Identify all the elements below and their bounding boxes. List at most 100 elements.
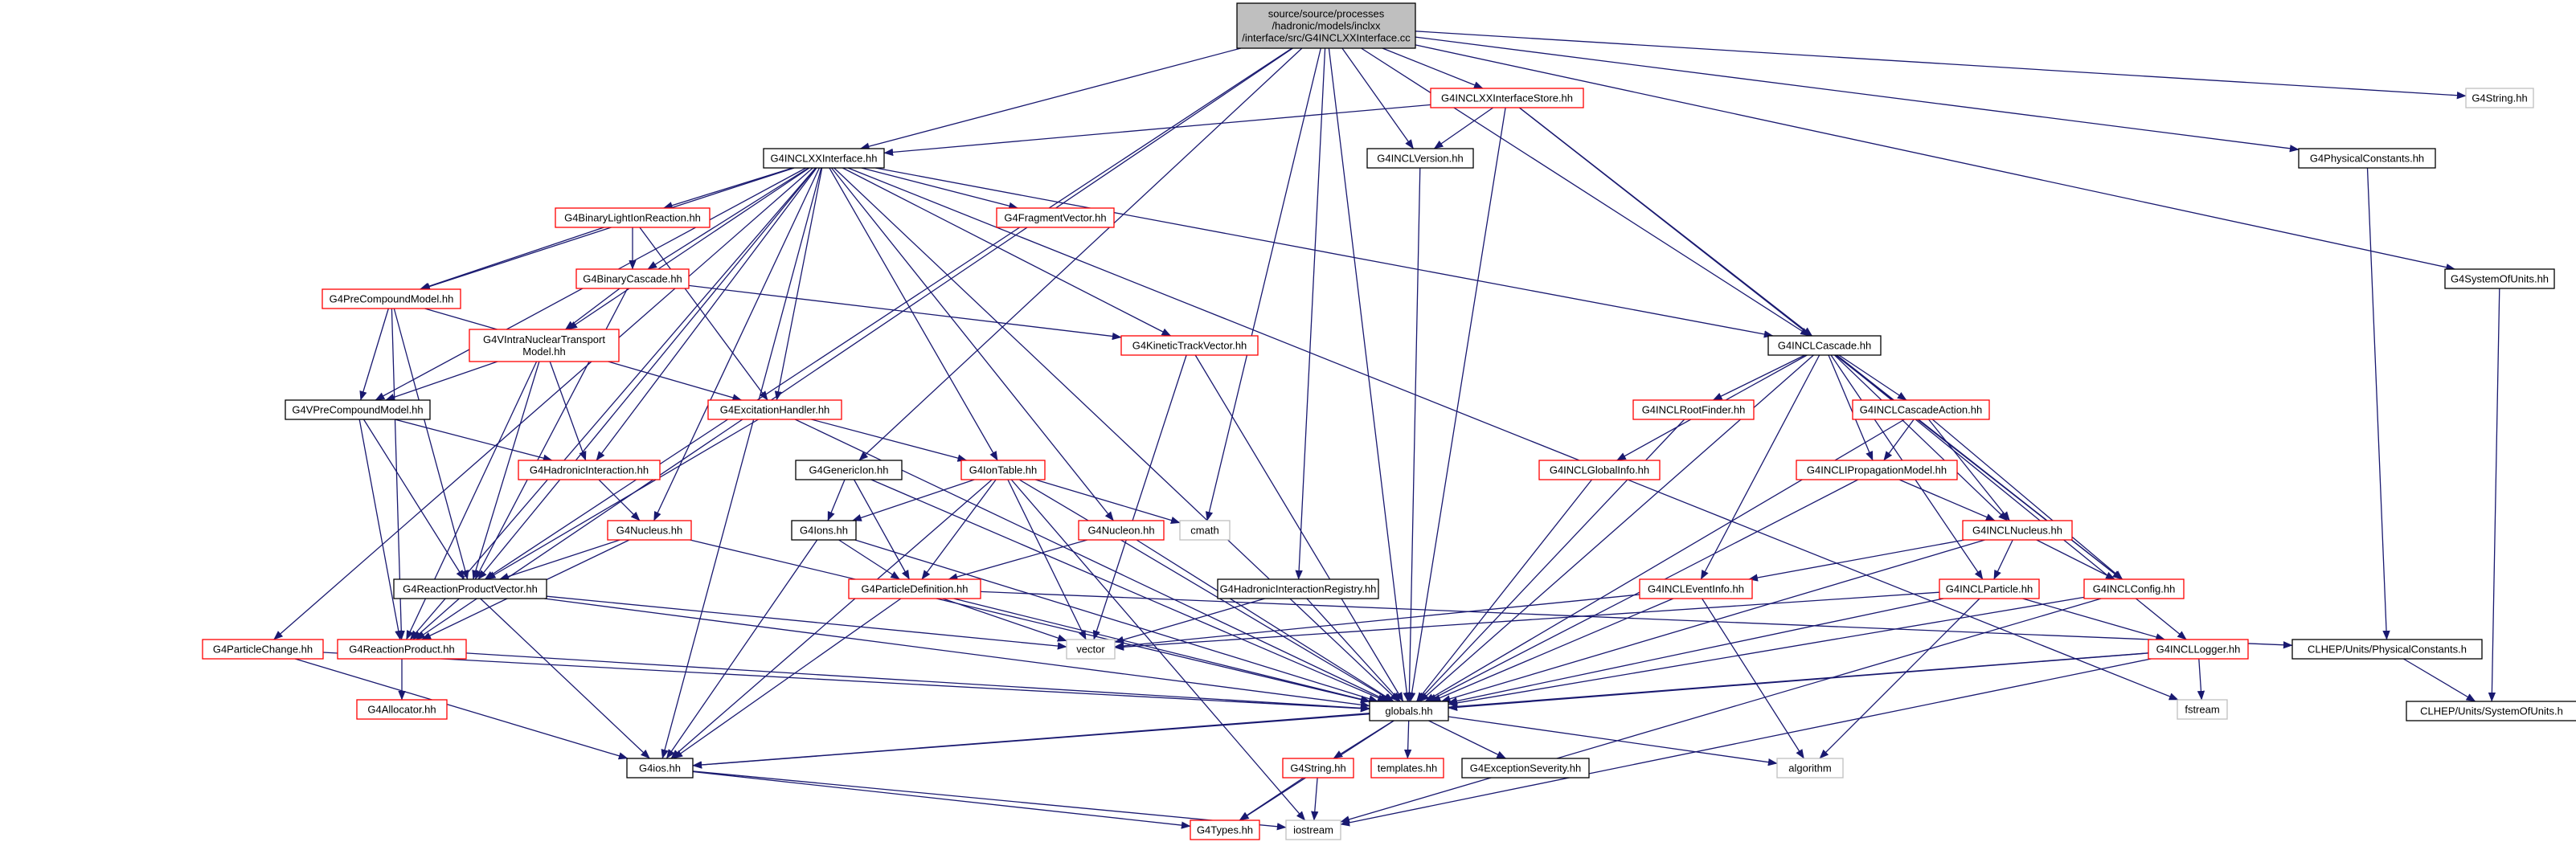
node-fragvec[interactable]: G4FragmentVector.hh bbox=[996, 207, 1115, 228]
edge-globinfo-to-globals bbox=[1415, 479, 1593, 702]
node-box bbox=[795, 460, 903, 480]
edge-iface-to-kintrack bbox=[842, 167, 1172, 337]
node-box bbox=[2177, 699, 2228, 720]
node-store[interactable]: G4INCLXXInterfaceStore.hh bbox=[1430, 88, 1584, 108]
node-iface[interactable]: G4INCLXXInterface.hh bbox=[763, 148, 885, 169]
edge-partdef-to-vector bbox=[942, 598, 1067, 642]
node-vprecomp[interactable]: G4VPreCompoundModel.hh bbox=[285, 399, 431, 420]
node-label: G4HadronicInteractionRegistry.hh bbox=[1220, 583, 1377, 595]
edge-bincasc-to-intranuc bbox=[565, 288, 620, 330]
node-logger[interactable]: G4INCLLogger.hh bbox=[2148, 639, 2249, 660]
node-types[interactable]: G4Types.hh bbox=[1190, 819, 1260, 840]
node-box bbox=[1461, 758, 1590, 779]
node-box bbox=[2406, 701, 2576, 721]
node-box bbox=[337, 639, 467, 660]
edge-root-to-iface bbox=[859, 47, 1242, 150]
node-clhepunits[interactable]: CLHEP/Units/SystemOfUnits.h bbox=[2406, 701, 2576, 721]
node-precomp[interactable]: G4PreCompoundModel.hh bbox=[321, 288, 461, 309]
node-ipropag[interactable]: G4INCLIPropagationModel.hh bbox=[1796, 460, 1958, 480]
node-cascade[interactable]: G4INCLCascade.hh bbox=[1767, 335, 1882, 356]
node-binlight[interactable]: G4BinaryLightIonReaction.hh bbox=[555, 207, 711, 228]
node-alloc[interactable]: G4Allocator.hh bbox=[356, 699, 448, 720]
edge-binlight-to-precomp bbox=[420, 227, 604, 290]
node-inclnucleus[interactable]: G4INCLNucleus.hh bbox=[1962, 520, 2073, 541]
node-eventinfo[interactable]: G4INCLEventInfo.hh bbox=[1639, 578, 1753, 599]
node-globinfo[interactable]: G4INCLGlobalInfo.hh bbox=[1538, 460, 1661, 480]
node-g4ios[interactable]: G4ios.hh bbox=[626, 758, 694, 779]
node-label: G4INCLParticle.hh bbox=[1946, 583, 2033, 595]
node-physconst[interactable]: G4PhysicalConstants.hh bbox=[2298, 148, 2436, 169]
edge-partchange-to-g4ios bbox=[294, 658, 629, 760]
edge-cascact-to-config bbox=[1931, 419, 2123, 580]
edge-vprecomp-to-rpv bbox=[362, 419, 465, 580]
node-clhepconst[interactable]: CLHEP/Units/PhysicalConstants.h bbox=[2291, 639, 2483, 660]
node-g4string_ext: G4String.hh bbox=[2465, 88, 2534, 108]
edge-root-to-sysunits bbox=[1415, 44, 2455, 272]
node-label: G4PhysicalConstants.hh bbox=[2310, 153, 2424, 165]
edge-g4ios-to-iostream bbox=[692, 770, 1287, 831]
edge-partchange-to-globals bbox=[322, 652, 1370, 713]
node-box bbox=[1776, 758, 1844, 779]
edge-hadreg-to-globals bbox=[1306, 598, 1401, 702]
node-config[interactable]: G4INCLConfig.hh bbox=[2083, 578, 2185, 599]
node-label: G4Nucleon.hh bbox=[1087, 525, 1154, 537]
node-box bbox=[2298, 148, 2436, 169]
edge-intranuc-to-hadint bbox=[549, 361, 587, 461]
edge-version-to-globals bbox=[1405, 167, 1421, 702]
node-label: G4FragmentVector.hh bbox=[1004, 212, 1106, 224]
node-particle[interactable]: G4INCLParticle.hh bbox=[1939, 578, 2040, 599]
edge-partdef-to-g4ios bbox=[673, 598, 902, 759]
node-rootfind[interactable]: G4INCLRootFinder.hh bbox=[1632, 399, 1755, 420]
node-root[interactable]: source/source/processes/hadronic/models/… bbox=[1236, 2, 1416, 49]
node-label: fstream bbox=[2185, 704, 2219, 716]
edge-intranuc-to-rpv bbox=[472, 361, 540, 580]
node-box bbox=[321, 288, 461, 309]
node-generic[interactable]: G4GenericIon.hh bbox=[795, 460, 903, 480]
node-label: G4ios.hh bbox=[639, 762, 681, 774]
node-excsev[interactable]: G4ExceptionSeverity.hh bbox=[1461, 758, 1590, 779]
edge-vprecomp-to-reacprod bbox=[358, 419, 403, 640]
node-label: /interface/src/G4INCLXXInterface.cc bbox=[1242, 32, 1411, 44]
node-hadint[interactable]: G4HadronicInteraction.hh bbox=[518, 460, 661, 480]
node-nucleon[interactable]: G4Nucleon.hh bbox=[1078, 520, 1165, 541]
node-label: G4String.hh bbox=[1290, 762, 1345, 774]
node-partdef[interactable]: G4ParticleDefinition.hh bbox=[848, 578, 981, 599]
node-partchange[interactable]: G4ParticleChange.hh bbox=[202, 639, 324, 660]
node-label: G4IonTable.hh bbox=[969, 464, 1038, 476]
node-sysunits[interactable]: G4SystemOfUnits.hh bbox=[2444, 268, 2555, 289]
node-iontable[interactable]: G4IonTable.hh bbox=[960, 460, 1046, 480]
node-label: G4INCLConfig.hh bbox=[2093, 583, 2176, 595]
node-rpv[interactable]: G4ReactionProductVector.hh bbox=[393, 578, 547, 599]
node-version[interactable]: G4INCLVersion.hh bbox=[1366, 148, 1474, 169]
node-label: G4INCLLogger.hh bbox=[2156, 644, 2241, 656]
edge-root-to-generic bbox=[858, 47, 1303, 461]
node-g4string[interactable]: G4String.hh bbox=[1282, 758, 1354, 779]
edge-iontable-to-cmath bbox=[1035, 479, 1181, 525]
node-templates[interactable]: templates.hh bbox=[1370, 758, 1444, 779]
node-label: vector bbox=[1076, 644, 1105, 656]
node-cascact[interactable]: G4INCLCascadeAction.hh bbox=[1852, 399, 1990, 420]
edge-iface-to-nucleon bbox=[831, 167, 1114, 521]
node-kintrack[interactable]: G4KineticTrackVector.hh bbox=[1120, 335, 1259, 356]
edge-inclnucleus-to-eventinfo bbox=[1748, 539, 1965, 582]
edge-eventinfo-to-globals bbox=[1431, 598, 1674, 702]
edge-globals-to-excsev bbox=[1428, 720, 1507, 759]
node-hadreg[interactable]: G4HadronicInteractionRegistry.hh bbox=[1217, 578, 1379, 599]
node-ions[interactable]: G4Ions.hh bbox=[791, 520, 857, 541]
node-box bbox=[393, 578, 547, 599]
edge-iface-to-reacprod bbox=[409, 167, 817, 640]
edge-config-to-globals bbox=[1448, 596, 2085, 707]
edge-precomp-to-rpv bbox=[393, 308, 469, 580]
node-bincasc[interactable]: G4BinaryCascade.hh bbox=[575, 268, 690, 289]
node-box bbox=[1962, 520, 2073, 541]
edge-cascade-to-inclnucleus bbox=[1834, 354, 2008, 521]
edge-binlight-to-excit bbox=[639, 227, 768, 401]
node-reacprod[interactable]: G4ReactionProduct.hh bbox=[337, 639, 467, 660]
edge-nucleon-to-globals bbox=[1136, 539, 1394, 702]
node-globals[interactable]: globals.hh bbox=[1369, 701, 1449, 721]
node-label: G4INCLEventInfo.hh bbox=[1648, 583, 1744, 595]
node-nucleus[interactable]: G4Nucleus.hh bbox=[607, 520, 692, 541]
node-excit[interactable]: G4ExcitationHandler.hh bbox=[707, 399, 842, 420]
